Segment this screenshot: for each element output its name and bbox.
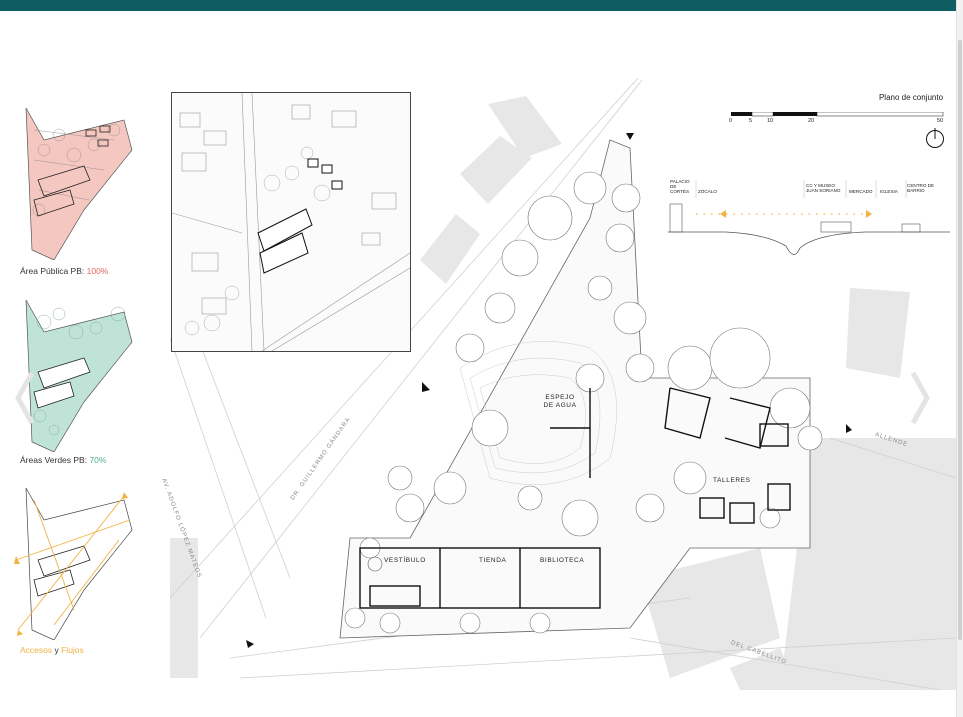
scrollbar-thumb[interactable] (958, 40, 962, 640)
scale-tick-0: 0 (729, 118, 733, 124)
section-label-mercado: MERCADO (849, 189, 873, 194)
aerial-inset (171, 92, 411, 352)
room-label-vestibulo: VESTÍBULO (384, 557, 426, 564)
access-flows-caption: Accesos y Flujos (20, 645, 84, 655)
section-label-iglesia: IGLESIA (880, 189, 898, 194)
legend-title: Plano de conjunto (878, 93, 944, 102)
access-flows-diagram (14, 480, 134, 641)
chevron-right-icon (910, 371, 930, 425)
scale-tick-5: 5 (749, 118, 753, 124)
urban-section (668, 180, 950, 255)
prev-slide-button[interactable] (10, 368, 40, 428)
room-label-espejo: ESPEJO DE AGUA (543, 394, 577, 409)
room-label-talleres: TALLERES (713, 477, 751, 484)
top-header-bar (0, 0, 963, 11)
scale-tick-50: 50 (937, 118, 944, 124)
scrollbar[interactable] (956, 0, 963, 717)
public-area-diagram (14, 100, 134, 261)
access-word: Accesos (20, 645, 53, 655)
site-plan (169, 77, 957, 691)
north-arrow-icon (926, 128, 944, 148)
section-label-museo: CC Y MUSEO JUAN SORIANO (806, 183, 841, 193)
scale-tick-20: 20 (808, 118, 815, 124)
chevron-left-icon (15, 371, 35, 425)
flows-word: Flujos (61, 645, 84, 655)
section-label-zocalo: ZÓCALO (698, 189, 717, 194)
green-area-diagram (14, 292, 134, 453)
section-label-palacio: PALACIO DE CORTÉS (670, 179, 690, 194)
scale-tick-10: 10 (767, 118, 774, 124)
public-area-percent: 100% (86, 266, 109, 276)
green-area-caption: Áreas Verdes PB: 70% (20, 455, 107, 465)
section-label-centro: CENTRO DE BARRIO (907, 183, 935, 193)
public-area-caption: Área Pública PB: 100% (20, 266, 109, 276)
scale-bar (731, 112, 944, 117)
room-label-biblioteca: BIBLIOTECA (540, 557, 585, 564)
room-label-tienda: TIENDA (479, 557, 507, 564)
next-slide-button[interactable] (905, 368, 935, 428)
green-area-percent: 70% (89, 455, 107, 465)
